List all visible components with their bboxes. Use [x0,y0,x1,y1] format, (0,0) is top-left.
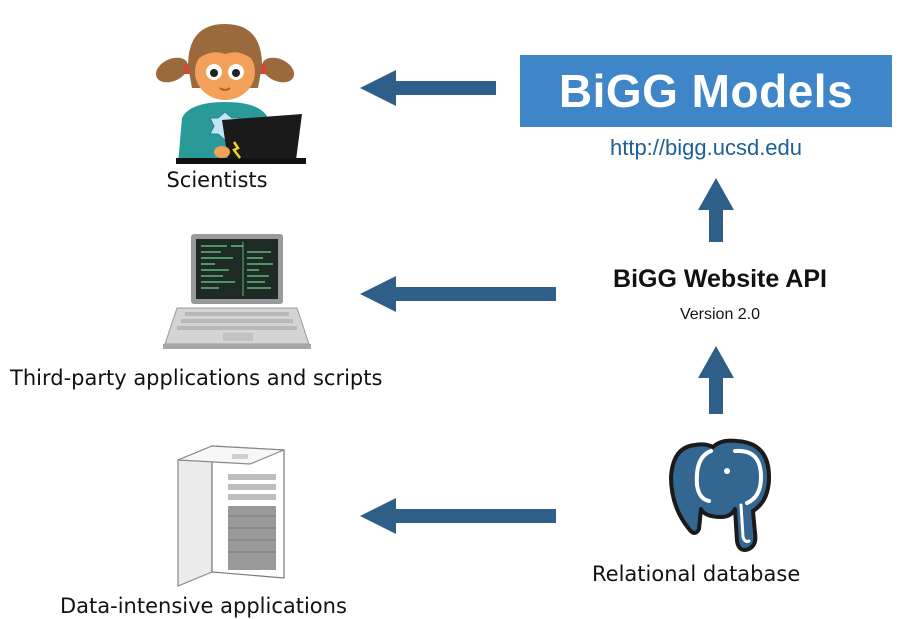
api-version: Version 2.0 [679,306,761,323]
relational-database-label: Relational database [592,562,801,586]
bigg-models-banner: BiGG Models [520,55,892,127]
third-party-label: Third-party applications and scripts [10,366,383,390]
api-title: BiGG Website API [613,265,827,293]
arrow-db-to-data-intensive [360,498,556,534]
bigg-url-link[interactable]: http://bigg.ucsd.edu [609,135,803,160]
scientist-icon [155,24,306,164]
postgresql-elephant-icon [669,438,771,552]
arrow-bigg-to-scientists [360,70,496,106]
arrow-db-to-api [698,346,734,414]
scientists-label: Scientists [166,168,268,192]
server-tower-icon [177,445,285,587]
arrow-api-to-third-party [360,276,556,312]
laptop-icon [163,234,311,349]
data-intensive-label: Data-intensive applications [60,594,347,618]
arrow-api-to-bigg [698,178,734,242]
bigg-models-title: BiGG Models [558,65,854,117]
